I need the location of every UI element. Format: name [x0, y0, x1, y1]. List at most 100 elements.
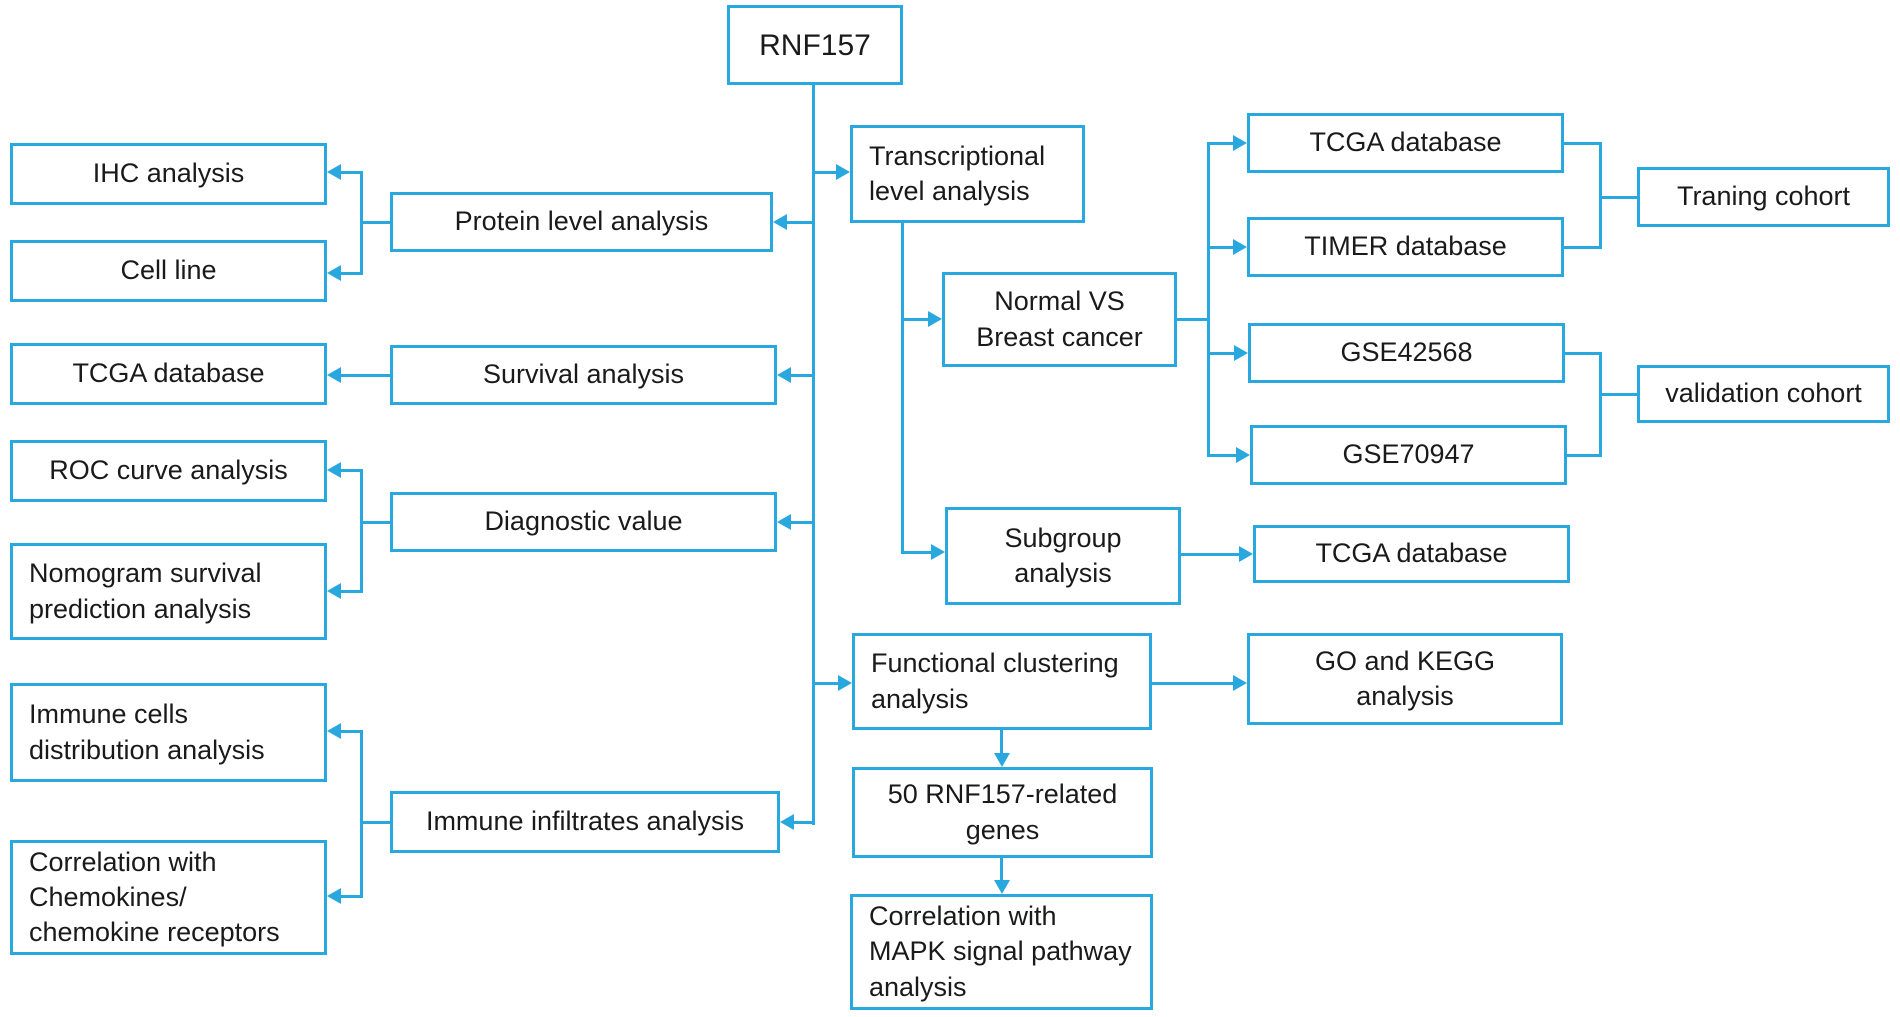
arrowhead-to-survival [777, 367, 791, 383]
node-subgroup-label: Subgroup analysis [1004, 522, 1122, 588]
node-survival-analysis: Survival analysis [390, 345, 777, 405]
bracket-diagnostic-vertical [360, 469, 363, 593]
node-transcriptional-level-analysis: Transcriptional level analysis [850, 125, 1085, 223]
bracket-validation-top-arm [1565, 352, 1602, 355]
arrowhead-to-timer [1233, 239, 1247, 255]
bracket-training-top-arm [1564, 142, 1602, 145]
node-chemokines-correlation: Correlation with Chemokines/ chemokine r… [10, 840, 327, 955]
connector-genes-to-mapk [1000, 858, 1003, 881]
node-nomogram-survival-prediction: Nomogram survival prediction analysis [10, 543, 327, 640]
node-genes50-label: 50 RNF157-related genes [887, 779, 1118, 845]
node-diagnostic-value: Diagnostic value [390, 492, 777, 552]
bracket-protein-stub [361, 221, 390, 224]
arrowhead-to-immune-cells [327, 723, 341, 739]
bracket-validation-vertical [1599, 352, 1602, 457]
connector-to-timer [1209, 246, 1235, 249]
arrowhead-to-gse70947 [1236, 447, 1250, 463]
node-immune-inf-label: Immune infiltrates analysis [425, 806, 745, 837]
arrowhead-to-normal-vs [928, 311, 942, 327]
node-gse70947-label: GSE70947 [1342, 439, 1475, 470]
connector-to-functional [813, 682, 840, 685]
node-cell-line-label: Cell line [120, 255, 217, 286]
arrowhead-to-protein [773, 214, 787, 230]
node-cell-line: Cell line [10, 240, 327, 302]
connector-to-validation-cohort [1601, 393, 1637, 396]
connector-to-survival [790, 374, 813, 377]
arrowhead-to-transcriptional [836, 164, 850, 180]
node-roc-label: ROC curve analysis [49, 455, 288, 486]
node-normal-vs-label: Normal VS Breast cancer [976, 286, 1143, 352]
node-protein-level-analysis: Protein level analysis [390, 192, 773, 252]
connector-to-gse42568 [1209, 352, 1236, 355]
arrowhead-to-tcga-top [1233, 135, 1247, 151]
connector-transcriptional-spine [901, 223, 904, 553]
arrowhead-to-functional [838, 675, 852, 691]
node-tcga-left-label: TCGA database [72, 358, 265, 389]
node-mapk-label: Correlation with MAPK signal pathway ana… [869, 901, 1132, 1002]
node-ihc-analysis: IHC analysis [10, 143, 327, 205]
node-tcga-top-label: TCGA database [1309, 127, 1502, 158]
connector-to-gse70947 [1209, 454, 1238, 457]
node-nomogram-label: Nomogram survival prediction analysis [29, 558, 262, 624]
bracket-training-vertical [1599, 142, 1602, 249]
bracket-protein-bottom-arm [340, 272, 362, 275]
node-tcga-bottom-label: TCGA database [1315, 538, 1508, 569]
node-immune-infiltrates-analysis: Immune infiltrates analysis [390, 791, 780, 853]
node-go-kegg-label: GO and KEGG analysis [1314, 645, 1496, 711]
connector-main-spine [812, 85, 815, 825]
node-functional-clustering-analysis: Functional clustering analysis [852, 633, 1152, 730]
connector-survival-to-tcga [340, 374, 390, 377]
node-gse42568: GSE42568 [1248, 323, 1565, 383]
node-functional-label: Functional clustering analysis [871, 648, 1119, 714]
node-tcga-database-bottom: TCGA database [1253, 525, 1570, 583]
connector-to-diagnostic [790, 521, 813, 524]
node-timer-label: TIMER database [1304, 231, 1507, 262]
node-tcga-database-left: TCGA database [10, 343, 327, 405]
node-validation-label: validation cohort [1665, 378, 1862, 409]
arrowhead-to-gokegg [1233, 675, 1247, 691]
node-normal-vs-breast-cancer: Normal VS Breast cancer [942, 272, 1177, 367]
arrowhead-to-chemokines [327, 888, 341, 904]
connector-to-transcriptional [813, 171, 840, 174]
connector-to-traning-cohort [1601, 196, 1637, 199]
bracket-diagnostic-bottom-arm [340, 590, 362, 593]
bracket-validation-bottom-arm [1567, 454, 1602, 457]
arrowhead-to-nomogram [327, 583, 341, 599]
node-traning-cohort: Traning cohort [1637, 167, 1890, 227]
connector-distributor-vertical [1207, 142, 1210, 457]
bracket-immune-top-arm [340, 730, 362, 733]
node-50-rnf157-related-genes: 50 RNF157-related genes [852, 767, 1153, 858]
arrowhead-to-subgroup [931, 544, 945, 560]
arrowhead-to-cell-line [327, 265, 341, 281]
connector-functional-to-gokegg [1152, 682, 1233, 685]
connector-to-tcga-top [1209, 142, 1235, 145]
connector-to-protein [786, 221, 813, 224]
bracket-immune-vertical [360, 730, 363, 898]
node-timer-database: TIMER database [1247, 217, 1564, 277]
bracket-training-bottom-arm [1564, 246, 1602, 249]
node-go-kegg-analysis: GO and KEGG analysis [1247, 633, 1563, 725]
connector-normal-vs-out [1177, 318, 1210, 321]
arrowhead-to-gse42568 [1234, 345, 1248, 361]
connector-to-normal-vs [901, 318, 930, 321]
bracket-diagnostic-top-arm [340, 469, 362, 472]
node-protein-label: Protein level analysis [454, 206, 709, 237]
arrowhead-to-tcga-left [327, 367, 341, 383]
connector-to-subgroup [901, 551, 933, 554]
arrowhead-to-mapk [994, 880, 1010, 894]
node-transcriptional-label: Transcriptional level analysis [869, 140, 1046, 206]
node-traning-label: Traning cohort [1676, 181, 1851, 212]
arrowhead-to-immune-infiltrates [780, 814, 794, 830]
node-gse42568-label: GSE42568 [1340, 337, 1473, 368]
arrowhead-to-roc [327, 462, 341, 478]
node-validation-cohort: validation cohort [1637, 365, 1890, 423]
node-immune-cells-label: Immune cells distribution analysis [29, 699, 265, 765]
arrowhead-to-genes [994, 753, 1010, 767]
node-tcga-database-top: TCGA database [1247, 113, 1564, 173]
bracket-protein-top-arm [340, 171, 362, 174]
connector-to-immune-infiltrates [793, 821, 813, 824]
node-mapk-pathway-correlation: Correlation with MAPK signal pathway ana… [850, 894, 1153, 1010]
node-ihc-label: IHC analysis [92, 158, 245, 189]
bracket-diagnostic-stub [361, 521, 390, 524]
